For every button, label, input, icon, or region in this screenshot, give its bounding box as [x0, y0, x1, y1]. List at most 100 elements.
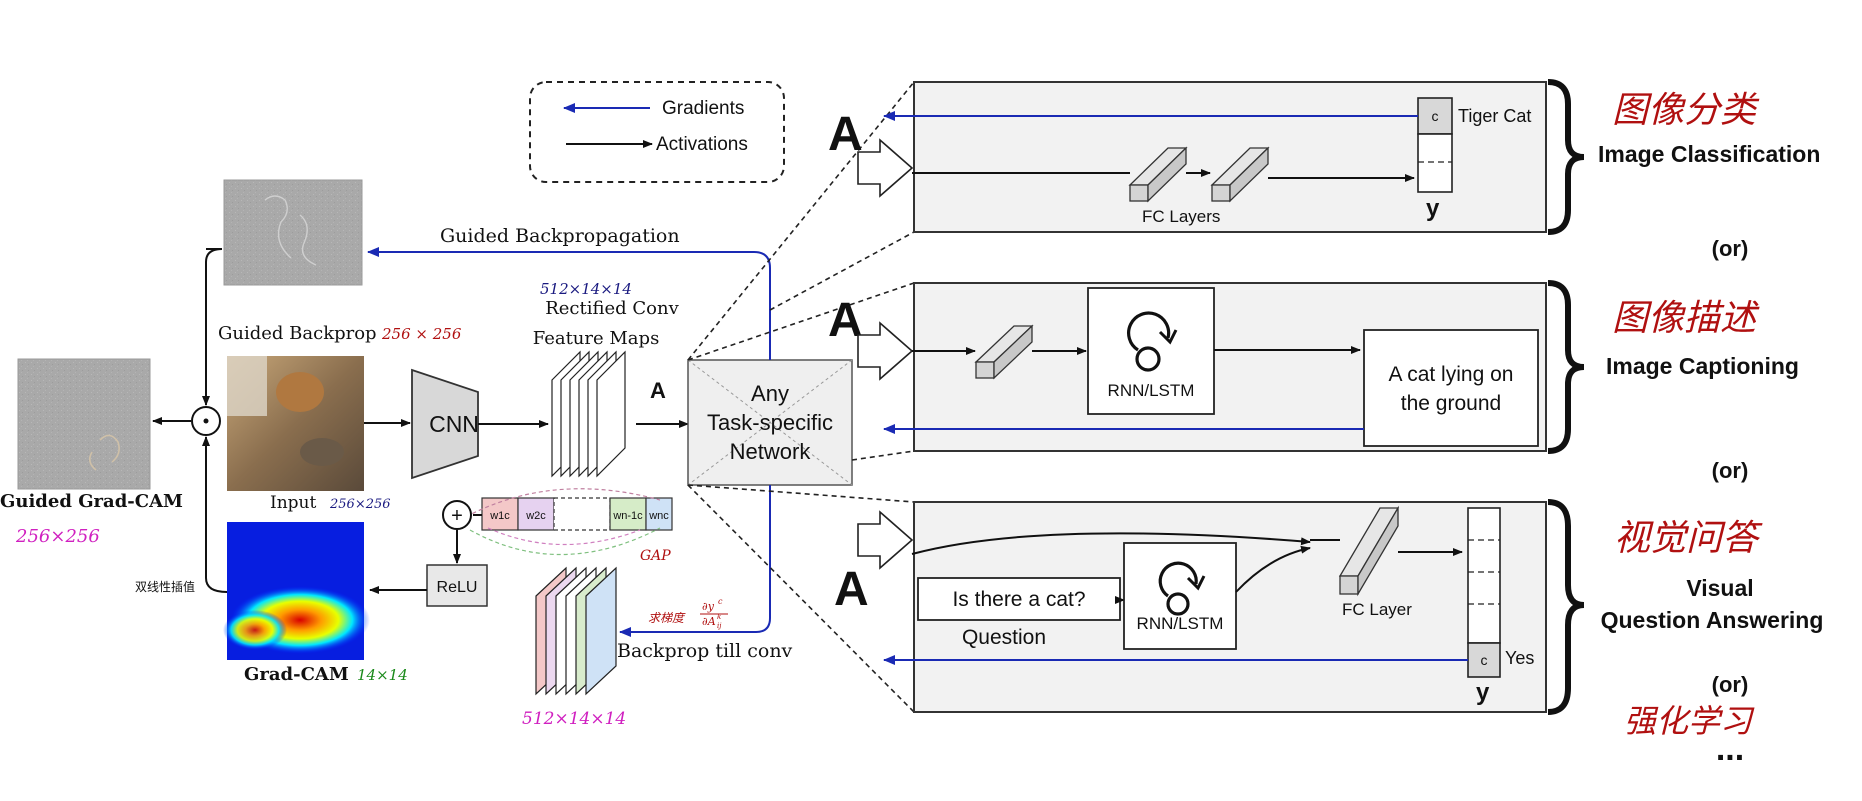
- input-size-note: 256×256: [329, 497, 391, 512]
- classification-fc-layer-2: [1210, 146, 1270, 203]
- gb-to-multiply-arrow: [202, 248, 223, 406]
- feature-map-sheet: [596, 350, 626, 478]
- formula-sup2: k: [717, 613, 721, 621]
- vqa-panel: A Is there a cat? Question RNN/LSTM FC L…: [834, 501, 1547, 713]
- classification-a: A: [828, 108, 863, 161]
- captioning-a: A: [828, 294, 863, 347]
- feature-maps-label: Feature Maps: [533, 328, 660, 349]
- feature-size-bottom-note: 512×14×14: [522, 709, 626, 729]
- backprop-till-conv-label: Backprop till conv: [617, 640, 793, 662]
- vqa-fc-label: FC Layer: [1342, 600, 1412, 619]
- captioning-fc-layer: [974, 324, 1034, 380]
- cnn-block: [411, 368, 479, 480]
- weight-cell: [481, 497, 519, 531]
- vqa-rnn-to-merge-arrow: [1235, 545, 1311, 593]
- formula-denominator: ∂A: [702, 615, 716, 628]
- guided-backprop-image: [223, 179, 363, 286]
- classification-fc-layer-1: [1128, 146, 1188, 203]
- vqa-rnn-label: RNN/LSTM: [1137, 614, 1224, 633]
- guided-gradcam-image: [17, 358, 151, 490]
- guided-gradcam-edges: [88, 434, 120, 471]
- weight-label: wn-1c: [612, 510, 643, 522]
- feature-a-label: A: [650, 378, 666, 403]
- gradcam-label: Grad-CAM: [244, 664, 349, 685]
- classification-title: Image Classification: [1598, 141, 1820, 167]
- vqa-answer-label: Yes: [1505, 648, 1534, 668]
- more-tasks-ellipsis: ...: [1716, 730, 1744, 768]
- gap-link-2: [469, 527, 661, 556]
- or-label-1: (or): [1712, 236, 1749, 261]
- bilinear-note: 双线性插值: [135, 579, 195, 594]
- guided-gradcam-label: Guided Grad-CAM: [0, 491, 183, 512]
- vqa-input-arrow: [857, 510, 914, 570]
- weight-label: w2c: [525, 510, 546, 522]
- gradcam-size-note: 14×14: [357, 666, 408, 684]
- weight-cell: [553, 497, 611, 531]
- vqa-title-line1: Visual: [1686, 575, 1753, 601]
- captioning-cn-note: 图像描述: [1612, 298, 1760, 339]
- guided-backprop-label: Guided Backprop: [218, 323, 377, 344]
- cnn-label: CNN: [429, 411, 479, 437]
- captioning-rnn-loop-icon: [1127, 311, 1171, 352]
- guided-gradcam-size-note: 256×256: [15, 526, 100, 547]
- gradient-feature-maps-stack: [535, 566, 617, 696]
- captioning-title: Image Captioning: [1606, 353, 1799, 379]
- weight-cell: [609, 497, 647, 531]
- fan-top-upper: [687, 81, 915, 361]
- or-label-2: (or): [1712, 458, 1749, 483]
- weight-label: w1c: [489, 510, 510, 522]
- formula-numerator: ∂y: [702, 600, 715, 613]
- cam-to-multiply-arrow: [202, 436, 228, 593]
- task-network-line3: Network: [730, 439, 812, 464]
- guided-backprop-path-arrow: [367, 247, 771, 360]
- multiply-dot: [203, 418, 209, 424]
- legend: Gradients Activations: [529, 81, 785, 183]
- input-photo-cat: [300, 438, 344, 466]
- feature-size-top-note: 512×14×14: [540, 280, 632, 298]
- sum-plus-sign: +: [451, 505, 463, 527]
- captioning-output-line1: A cat lying on: [1389, 363, 1514, 386]
- task-network-line1: Any: [751, 381, 789, 406]
- vqa-brace: [1547, 499, 1585, 715]
- task-network-line2: Task-specific: [707, 410, 833, 435]
- classification-output-vector: [1417, 97, 1453, 193]
- fan-top-lower: [769, 231, 915, 311]
- input-image: [227, 356, 364, 491]
- guided-backprop-path-label: Guided Backpropagation: [440, 225, 680, 247]
- vqa-rnn-node: [1166, 592, 1190, 616]
- input-photo-window: [227, 356, 267, 416]
- classification-c-label: c: [1432, 108, 1439, 124]
- vqa-output-vector: [1467, 507, 1501, 678]
- captioning-brace: [1547, 280, 1585, 454]
- captioning-rnn-arrowhead: [1158, 329, 1178, 345]
- gradcam-hotspot-left: [223, 610, 287, 650]
- classification-fc-label: FC Layers: [1142, 207, 1220, 226]
- gradient-map-sheet: [585, 566, 617, 696]
- captioning-output-box: [1363, 329, 1539, 447]
- fan-lines: [687, 81, 915, 713]
- classification-y-label: y: [1426, 195, 1440, 222]
- vqa-c-label: c: [1481, 652, 1488, 668]
- gradcam-heatmap: [223, 522, 370, 660]
- formula-sup: c: [718, 597, 723, 606]
- guided-gradcam-map: [17, 358, 151, 490]
- captioning-rnn-node: [1135, 346, 1161, 372]
- classification-brace: [1547, 79, 1585, 235]
- feature-maps-stack: [551, 350, 626, 478]
- classification-panel: A FC Layers c y Tiger Cat: [828, 81, 1547, 233]
- vqa-cn-note: 视觉问答: [1614, 518, 1763, 559]
- vqa-image-flow: [911, 532, 1311, 555]
- captioning-input-arrow: [857, 321, 914, 381]
- task-network-diag2: [687, 359, 853, 486]
- vqa-rnn-loop-icon: [1158, 561, 1198, 598]
- legend-box: [529, 81, 785, 183]
- vqa-rnn-arrowhead: [1186, 575, 1206, 591]
- captioning-output-line2: the ground: [1401, 392, 1501, 415]
- fan-bot-upper: [687, 484, 915, 503]
- gap-link-1: [487, 527, 641, 546]
- classification-input-arrow: [857, 138, 914, 198]
- or-label-3: (or): [1712, 672, 1749, 697]
- vqa-y-label: y: [1476, 679, 1490, 706]
